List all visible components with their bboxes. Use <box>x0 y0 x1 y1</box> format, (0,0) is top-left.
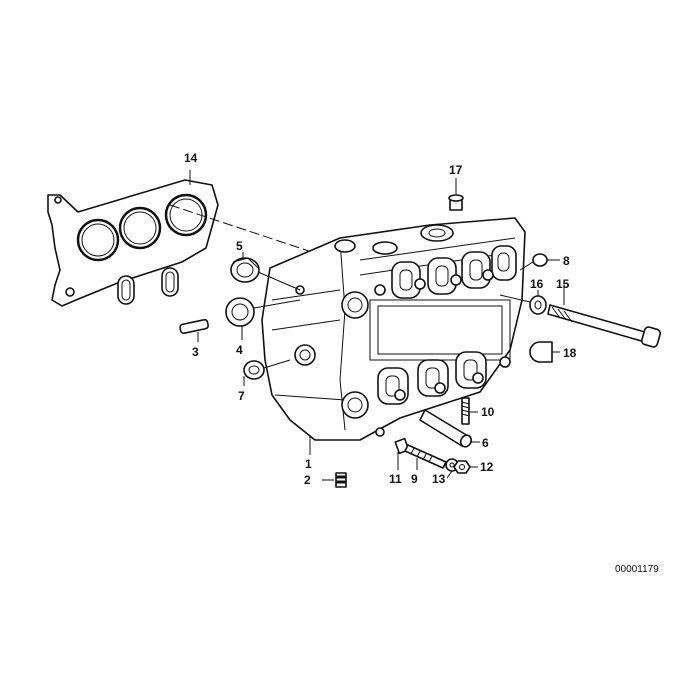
callout-3: 3 <box>192 345 199 359</box>
callout-7: 7 <box>238 389 245 403</box>
callout-11: 11 <box>389 472 402 486</box>
stud-part-10 <box>461 397 478 425</box>
callout-13: 13 <box>432 472 446 486</box>
callout-6: 6 <box>482 436 489 450</box>
callout-8: 8 <box>563 254 570 268</box>
seal-ring-part-5 <box>230 252 301 291</box>
plug-part-7 <box>243 359 291 386</box>
callout-18: 18 <box>563 346 577 360</box>
callout-15: 15 <box>556 277 570 291</box>
cylinder-head <box>261 217 526 441</box>
dowel-part-3 <box>179 318 209 342</box>
head-bolts <box>295 269 511 437</box>
callout-2: 2 <box>304 473 311 487</box>
head-gasket <box>47 170 219 307</box>
pin-part-11 <box>394 437 410 470</box>
sleeve-part-6 <box>419 409 480 448</box>
callout-16: 16 <box>530 277 544 291</box>
washer-part-16 <box>499 290 547 315</box>
half-moon-plug-part-18 <box>529 341 560 363</box>
callout-9: 9 <box>411 472 418 486</box>
diagram-reference-number: 00001179 <box>615 564 659 575</box>
callout-10: 10 <box>481 405 495 419</box>
upper-valve-bores <box>391 245 517 299</box>
shaft-seal-part-4 <box>225 297 301 340</box>
nut-part-12 <box>453 460 478 474</box>
callout-14: 14 <box>184 151 198 165</box>
plug-part-8 <box>519 253 560 271</box>
plug-part-17 <box>448 178 464 211</box>
callout-1: 1 <box>305 457 312 471</box>
plug-part-2 <box>322 472 347 488</box>
long-bolt-part-15 <box>547 285 662 348</box>
callout-17: 17 <box>449 163 463 177</box>
stud-part-9 <box>404 444 447 470</box>
alignment-line <box>169 204 331 259</box>
callout-12: 12 <box>480 460 494 474</box>
callout-labels: 14 17 5 8 16 15 3 4 18 7 10 6 1 12 2 11 … <box>184 151 577 487</box>
washer-part-13 <box>445 458 459 479</box>
callout-4: 4 <box>236 343 243 357</box>
callout-5: 5 <box>236 239 243 253</box>
